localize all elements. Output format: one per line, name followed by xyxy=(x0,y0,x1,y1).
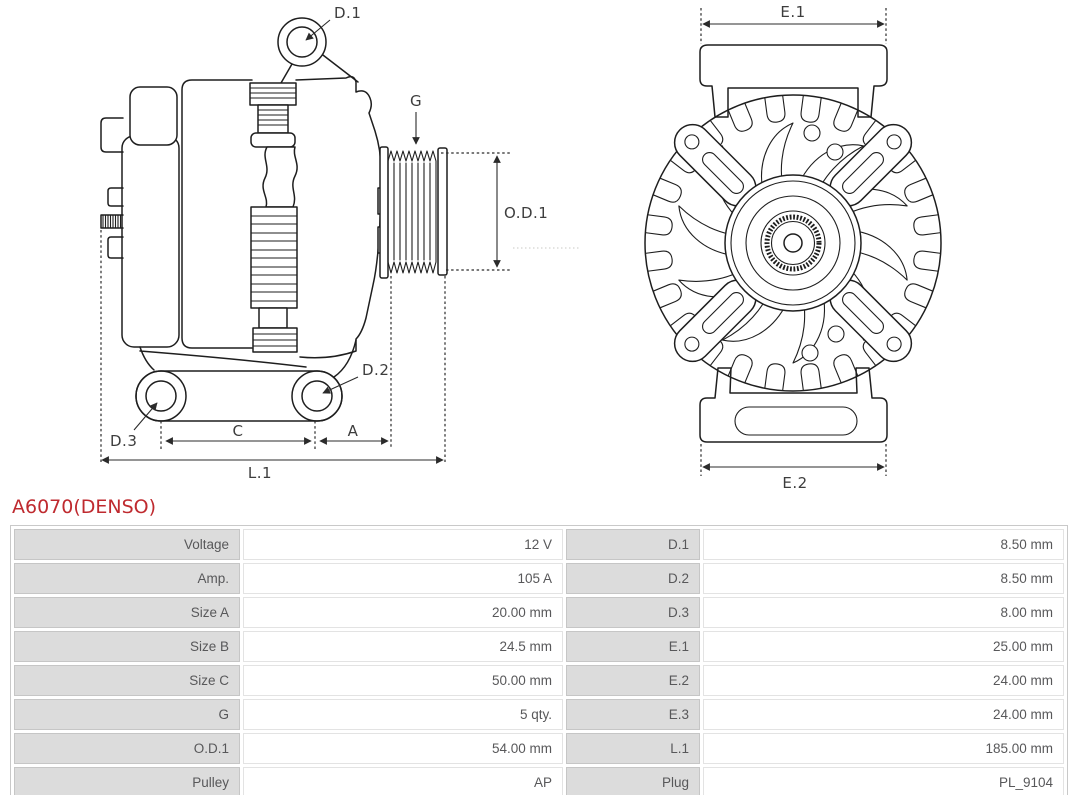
spec-value: 25.00 mm xyxy=(703,631,1064,662)
dim-label-d2: D.2 xyxy=(362,361,389,379)
bolt-holes xyxy=(801,124,845,362)
spec-value: PL_9104 xyxy=(703,767,1064,795)
spec-value: 54.00 mm xyxy=(243,733,563,764)
side-view-dimensions: D.1 G O.D.1 D.2 D.3 C A L.1 xyxy=(100,4,580,482)
dim-label-d3: D.3 xyxy=(110,432,137,450)
spec-row: Size C 50.00 mm E.2 24.00 mm xyxy=(14,665,1064,696)
alternator-front-view: E.1 E.2 xyxy=(644,3,942,492)
dim-label-e2: E.2 xyxy=(782,474,807,492)
spec-label: Amp. xyxy=(14,563,240,594)
dim-label-c: C xyxy=(233,422,244,440)
pulley xyxy=(379,146,448,279)
spec-row: O.D.1 54.00 mm L.1 185.00 mm xyxy=(14,733,1064,764)
spec-value: 8.50 mm xyxy=(703,529,1064,560)
dim-label-e1: E.1 xyxy=(780,3,805,21)
part-number-title: A6070(DENSO) xyxy=(12,496,157,518)
top-bracket xyxy=(699,44,888,118)
spec-row: Voltage 12 V D.1 8.50 mm xyxy=(14,529,1064,560)
spec-label: Pulley xyxy=(14,767,240,795)
spec-value: 24.5 mm xyxy=(243,631,563,662)
spec-label: E.3 xyxy=(566,699,700,730)
dim-label-l1: L.1 xyxy=(248,464,272,482)
spec-table: Voltage 12 V D.1 8.50 mm Amp. 105 A D.2 … xyxy=(10,525,1068,795)
spec-label: D.3 xyxy=(566,597,700,628)
bottom-bracket xyxy=(699,367,888,443)
lower-mounting-lugs xyxy=(135,339,357,422)
spec-label: D.2 xyxy=(566,563,700,594)
spec-row: Amp. 105 A D.2 8.50 mm xyxy=(14,563,1064,594)
knurled-shaft xyxy=(764,214,822,272)
spec-value: 20.00 mm xyxy=(243,597,563,628)
spec-value: 8.50 mm xyxy=(703,563,1064,594)
spec-row: G 5 qty. E.3 24.00 mm xyxy=(14,699,1064,730)
spec-row: Size A 20.00 mm D.3 8.00 mm xyxy=(14,597,1064,628)
top-mounting-ear xyxy=(277,17,359,84)
dim-label-d1: D.1 xyxy=(334,4,361,22)
spec-value: 8.00 mm xyxy=(703,597,1064,628)
spec-label: Size A xyxy=(14,597,240,628)
spec-value: 105 A xyxy=(243,563,563,594)
spec-value: 24.00 mm xyxy=(703,699,1064,730)
spec-label: E.2 xyxy=(566,665,700,696)
spec-value: 50.00 mm xyxy=(243,665,563,696)
spec-row: Size B 24.5 mm E.1 25.00 mm xyxy=(14,631,1064,662)
spec-label: E.1 xyxy=(566,631,700,662)
shaft-hub xyxy=(724,174,862,312)
spec-value: 185.00 mm xyxy=(703,733,1064,764)
spec-label: Plug xyxy=(566,767,700,795)
rotor-stator-stack xyxy=(249,82,298,353)
front-view-dimensions: E.1 E.2 xyxy=(700,3,887,492)
dim-label-od1: O.D.1 xyxy=(504,204,548,222)
front-bracket xyxy=(295,75,385,359)
alternator-technical-drawing: D.1 G O.D.1 D.2 D.3 C A L.1 xyxy=(100,3,942,492)
threaded-stud xyxy=(102,214,122,229)
spec-label: Size B xyxy=(14,631,240,662)
spec-value: 12 V xyxy=(243,529,563,560)
dim-label-g: G xyxy=(410,92,422,110)
spec-value: AP xyxy=(243,767,563,795)
spec-label: Size C xyxy=(14,665,240,696)
spec-label: L.1 xyxy=(566,733,700,764)
spec-label: Voltage xyxy=(14,529,240,560)
spec-label: D.1 xyxy=(566,529,700,560)
dim-label-a: A xyxy=(348,422,359,440)
alternator-side-view: D.1 G O.D.1 D.2 D.3 C A L.1 xyxy=(100,4,580,482)
rear-housing xyxy=(100,79,253,349)
spec-label: O.D.1 xyxy=(14,733,240,764)
spec-value: 5 qty. xyxy=(243,699,563,730)
spec-row: Pulley AP Plug PL_9104 xyxy=(14,767,1064,795)
spec-label: G xyxy=(14,699,240,730)
vent-ring xyxy=(644,94,942,392)
spec-value: 24.00 mm xyxy=(703,665,1064,696)
